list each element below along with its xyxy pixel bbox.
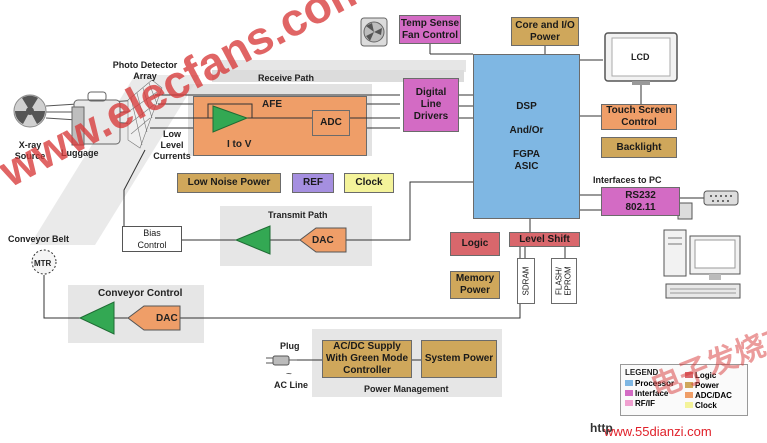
- legend-swatch: [685, 402, 693, 408]
- sdram-box: SDRAM: [517, 258, 535, 304]
- wifi-card-icon: [677, 202, 693, 220]
- flash-eprom-label: FLASH/ EPROM: [555, 266, 573, 296]
- luggage-icon: [71, 91, 121, 146]
- receive-path-panel-shadow-1: [220, 60, 466, 72]
- flash-eprom-box: FLASH/ EPROM: [551, 258, 577, 304]
- conveyor-belt-label: Conveyor Belt: [8, 234, 70, 244]
- i-to-v-label: I to V: [227, 139, 252, 150]
- legend-label: Interface: [635, 389, 669, 398]
- legend-item-adcdac: ADC/DAC: [685, 391, 732, 401]
- legend-swatch: [625, 380, 633, 386]
- legend-label: Processor: [635, 379, 675, 388]
- plug-icon: ~: [266, 355, 297, 380]
- legend-item-power: Power: [685, 381, 732, 391]
- backlight-box: Backlight: [601, 137, 677, 158]
- clock-box: Clock: [344, 173, 394, 193]
- motor-label: MTR: [34, 259, 52, 268]
- legend-item-interface: Interface: [625, 389, 674, 399]
- legend-swatch: [685, 372, 693, 378]
- low-level-currents-label: Low Level Currents: [153, 129, 191, 161]
- sdram-label: SDRAM: [521, 266, 531, 296]
- core-io-power: Core and I/O Power: [511, 17, 579, 46]
- legend-col-2: Logic Power ADC/DAC Clock: [685, 371, 732, 411]
- lcd-label: LCD: [631, 52, 650, 62]
- bias-control: Bias Control: [122, 226, 182, 252]
- transmit-dac-shape: [299, 227, 347, 253]
- serial-port-icon: [703, 190, 739, 206]
- luggage-label: Luggage: [61, 148, 99, 158]
- legend-label: RF/IF: [635, 399, 655, 408]
- plug-label: Plug: [280, 341, 300, 351]
- level-shift: Level Shift: [509, 232, 580, 247]
- legend-label: ADC/DAC: [695, 391, 732, 400]
- ac-line-label: AC Line: [274, 380, 309, 390]
- photo-detector-label: Photo Detector Array: [112, 60, 178, 81]
- receive-path-panel-shadow-2: [212, 70, 464, 82]
- transmit-dac-label: DAC: [312, 235, 334, 246]
- fan-icon: [360, 17, 388, 47]
- legend-label: Clock: [695, 401, 717, 410]
- interfaces-to-pc-label: Interfaces to PC: [593, 175, 662, 185]
- legend-col-1: Processor Interface RF/IF: [625, 379, 674, 409]
- legend-title: LEGEND: [625, 368, 659, 377]
- ac-dc-supply: AC/DC Supply With Green Mode Controller: [322, 340, 412, 378]
- lcd-monitor-icon: [604, 32, 678, 85]
- system-power: System Power: [421, 340, 497, 378]
- conveyor-dac-label: DAC: [156, 313, 178, 324]
- legend-item-processor: Processor: [625, 379, 674, 389]
- legend-swatch: [685, 392, 693, 398]
- motor-icon: [31, 249, 57, 275]
- legend-item-rfif: RF/IF: [625, 399, 674, 409]
- legend-item-clock: Clock: [685, 401, 732, 411]
- low-noise-power: Low Noise Power: [177, 173, 281, 193]
- logic-box: Logic: [450, 232, 500, 256]
- legend-swatch: [625, 400, 633, 406]
- watermark-http: http: [590, 421, 613, 435]
- temp-sense-fan-control: Temp Sense Fan Control: [399, 15, 461, 44]
- rs232-80211: RS232 802.11: [601, 187, 680, 216]
- power-management-label: Power Management: [364, 384, 449, 394]
- touch-screen-control: Touch Screen Control: [601, 104, 677, 130]
- legend-item-logic: Logic: [685, 371, 732, 381]
- transmit-path-label: Transmit Path: [268, 210, 328, 220]
- watermark-site: www.55dianzi.com: [604, 424, 712, 439]
- memory-power: Memory Power: [450, 271, 500, 299]
- conveyor-amp-triangle: [78, 301, 115, 335]
- conveyor-dac-shape: [127, 305, 181, 331]
- radiation-icon: [13, 94, 47, 128]
- afe-label: AFE: [262, 99, 282, 110]
- svg-text:~: ~: [286, 369, 292, 380]
- photo-detector-grid: [127, 79, 163, 149]
- digital-line-drivers: Digital Line Drivers: [403, 78, 459, 132]
- dsp-fpga-asic: DSP And/Or FGPA ASIC: [473, 54, 580, 219]
- legend-label: Logic: [695, 371, 717, 380]
- keyboard-icon: [665, 283, 741, 299]
- legend-label: Power: [695, 381, 720, 390]
- transmit-amp-triangle: [234, 225, 271, 255]
- receive-path-label: Receive Path: [258, 73, 315, 83]
- legend-swatch: [685, 382, 693, 388]
- pc-tower-icon: [663, 229, 741, 280]
- adc-box: ADC: [312, 110, 350, 136]
- xray-source-label: X-ray Source: [14, 140, 46, 161]
- legend: LEGEND Processor Interface RF/IF Logic P…: [620, 364, 748, 416]
- legend-swatch: [625, 390, 633, 396]
- ref-box: REF: [292, 173, 334, 193]
- conveyor-control-label: Conveyor Control: [98, 288, 183, 299]
